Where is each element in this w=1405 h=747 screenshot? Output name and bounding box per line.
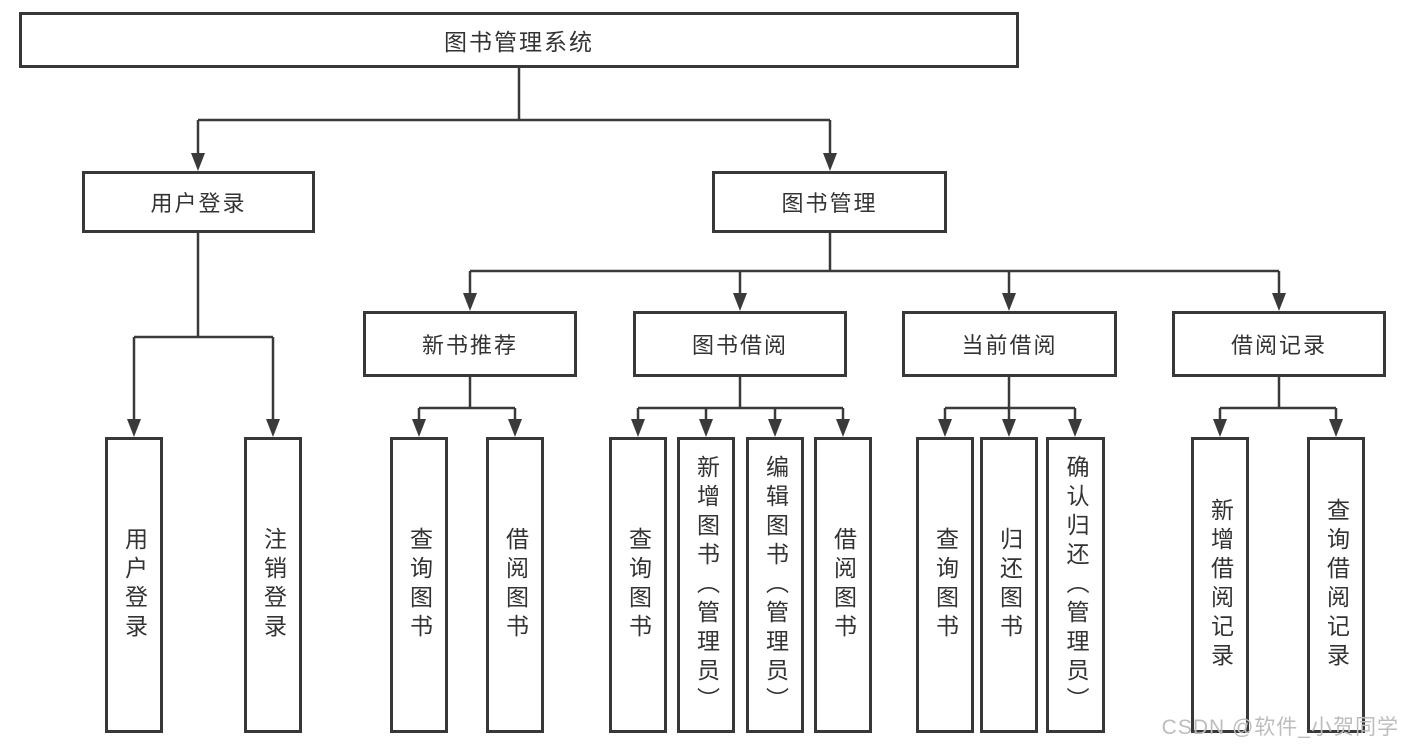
node-borrow-record-label: 借阅记录 [1230,333,1327,358]
leaf-logout: 注销登录 [244,437,302,733]
node-user-login: 用户登录 [82,171,315,233]
leaf-query-borrow-record-label: 查询借阅记录 [1323,498,1350,672]
leaf-query-books-current-label: 查询图书 [932,527,959,643]
leaf-add-books-admin-label: 新增图书（管理员） [693,454,720,716]
leaf-query-books-recommend-label: 查询图书 [406,527,433,643]
node-book-borrow: 图书借阅 [633,311,847,377]
leaf-logout-label: 注销登录 [260,527,287,643]
connector-book-borrow-to-children [631,377,850,437]
leaf-user-login: 用户登录 [105,437,163,733]
node-new-book-recommend-label: 新书推荐 [421,333,518,358]
connector-book-mgmt-to-children [463,233,1286,311]
csdn-watermark-text: CSDN @软件_小贺同学 [1161,716,1399,739]
leaf-return-books-label: 归还图书 [996,527,1023,643]
node-new-book-recommend: 新书推荐 [363,311,577,377]
node-user-login-label: 用户登录 [150,191,247,216]
node-book-management: 图书管理 [712,171,947,233]
leaf-borrow-books: 借阅图书 [814,437,872,733]
connector-borrow-record-to-children [1213,377,1343,437]
leaf-query-books-borrow: 查询图书 [609,437,667,733]
connector-new-book-rec-to-children [412,377,522,437]
leaf-edit-books-admin-label: 编辑图书（管理员） [762,454,789,716]
connector-root-to-children [191,68,837,171]
leaf-query-books-borrow-label: 查询图书 [625,527,652,643]
node-root-library-system: 图书管理系统 [19,12,1019,68]
leaf-confirm-return-admin: 确认归还（管理员） [1046,437,1105,733]
node-borrow-record: 借阅记录 [1172,311,1386,377]
csdn-watermark: CSDN @软件_小贺同学 [1162,711,1399,741]
node-current-borrow: 当前借阅 [902,311,1117,377]
leaf-add-borrow-record-label: 新增借阅记录 [1207,498,1234,672]
leaf-return-books: 归还图书 [980,437,1038,733]
leaf-confirm-return-admin-label: 确认归还（管理员） [1063,454,1089,716]
leaf-borrow-books-label: 借阅图书 [830,527,857,643]
node-book-borrow-label: 图书借阅 [691,333,788,358]
leaf-edit-books-admin: 编辑图书（管理员） [746,437,804,733]
connector-user-login-to-children [127,233,280,437]
leaf-borrow-books-recommend-label: 借阅图书 [502,527,529,643]
node-root-label: 图书管理系统 [444,29,594,55]
leaf-user-login-label: 用户登录 [121,527,148,643]
node-current-borrow-label: 当前借阅 [961,333,1058,358]
leaf-query-books-current: 查询图书 [916,437,974,733]
leaf-query-borrow-record: 查询借阅记录 [1307,437,1365,733]
leaf-add-books-admin: 新增图书（管理员） [677,437,735,733]
leaf-query-books-recommend: 查询图书 [390,437,448,733]
leaf-add-borrow-record: 新增借阅记录 [1191,437,1249,733]
node-book-management-label: 图书管理 [781,191,878,216]
leaf-borrow-books-recommend: 借阅图书 [486,437,544,733]
connector-current-borrow-to-children [938,377,1082,437]
